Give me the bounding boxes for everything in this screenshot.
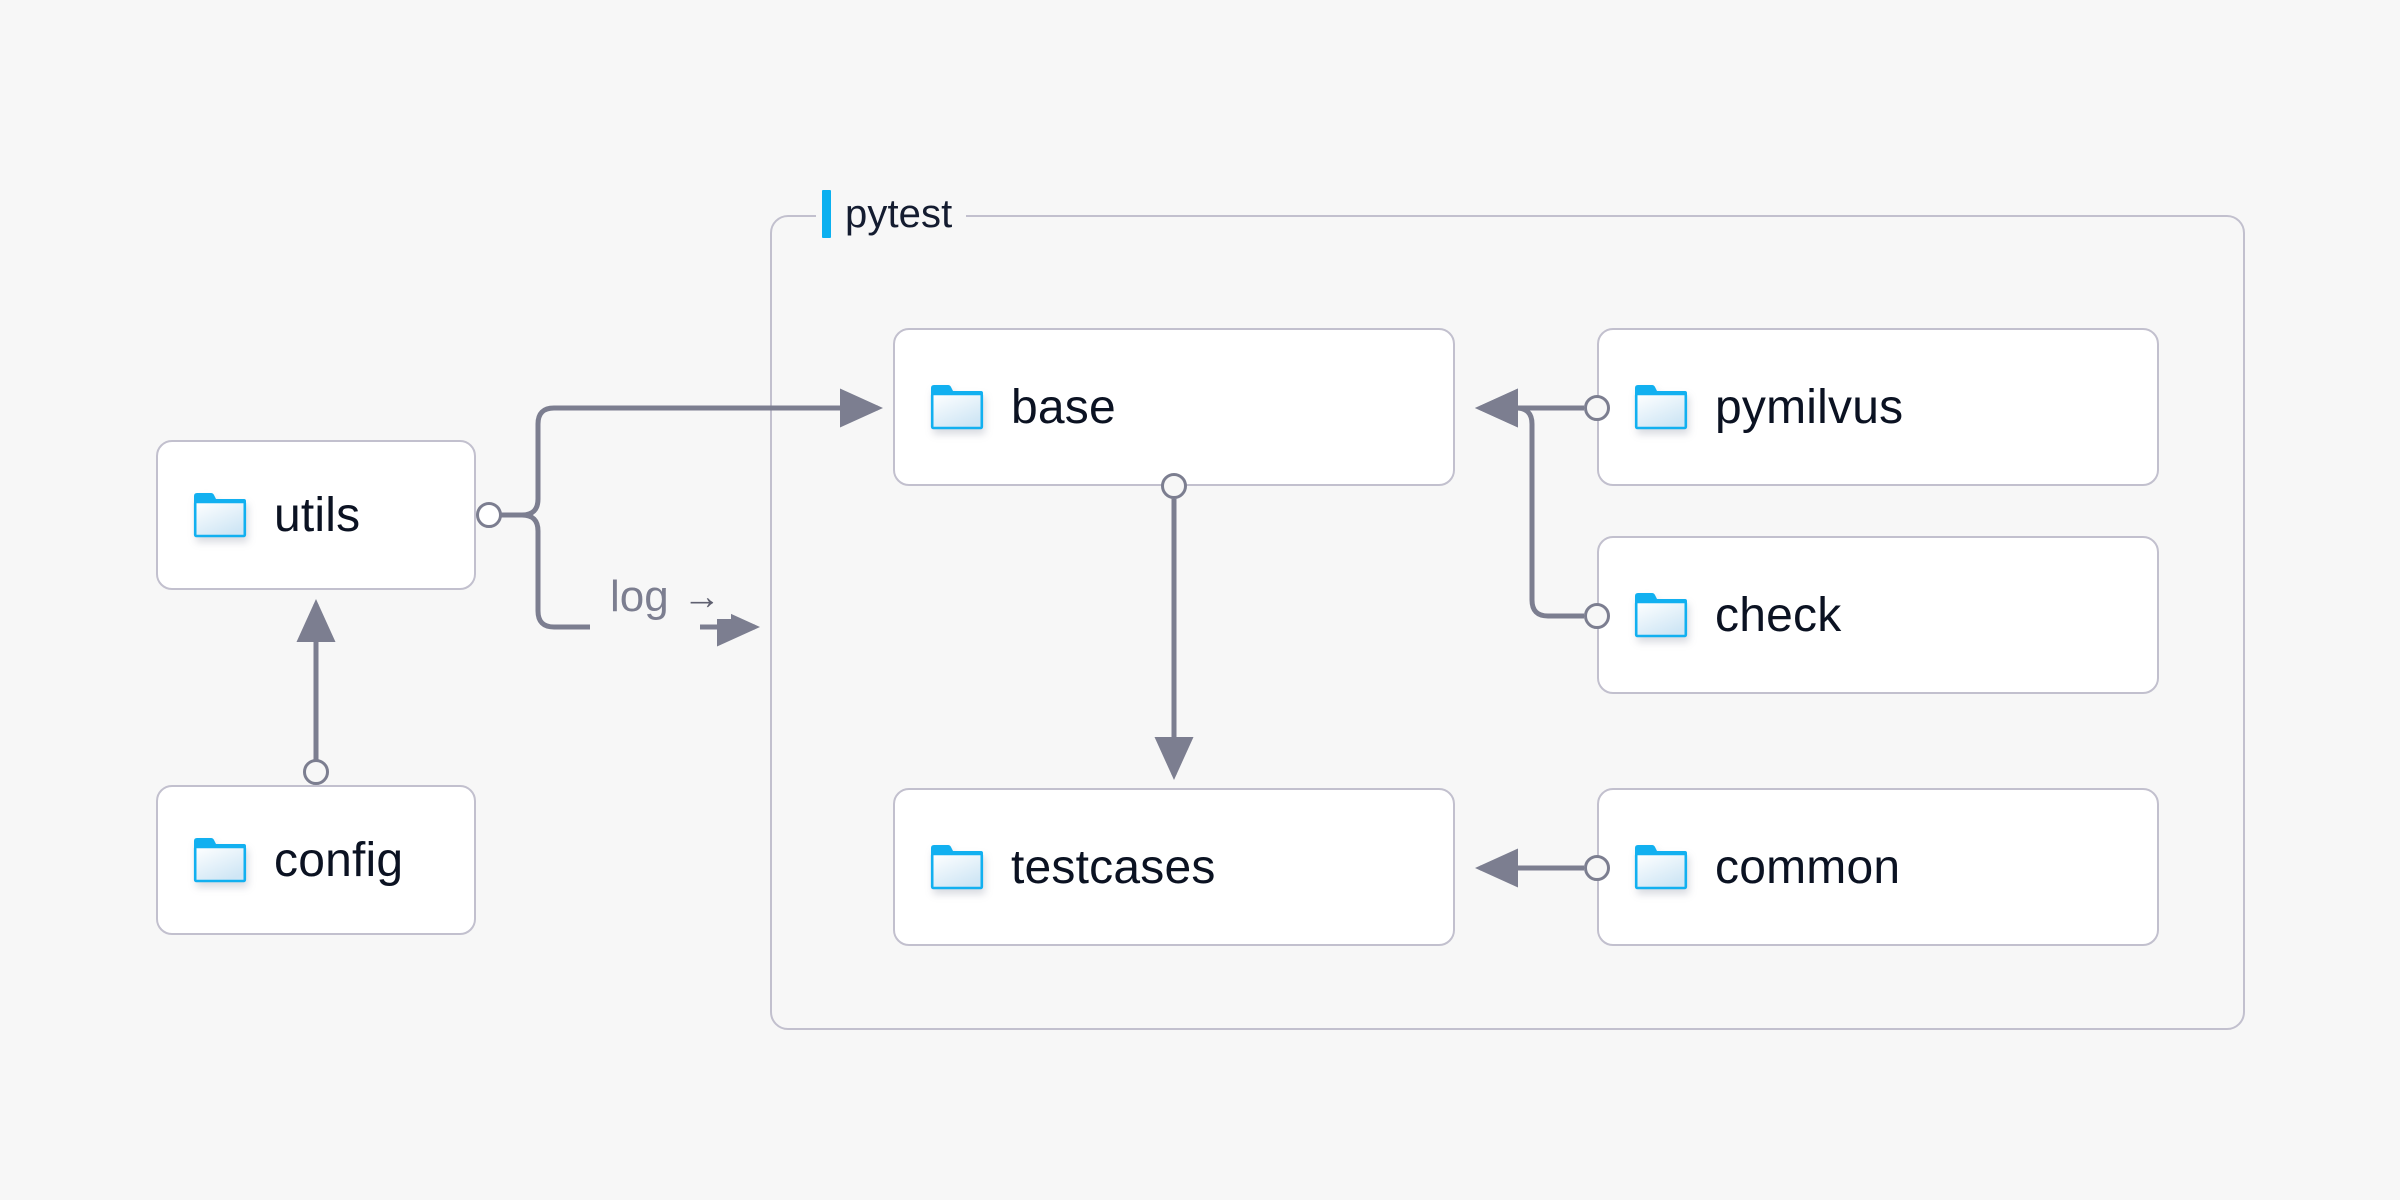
folder-icon	[1634, 385, 1688, 430]
folder-icon	[930, 845, 984, 890]
folder-icon	[1634, 845, 1688, 890]
node-base[interactable]: base	[893, 328, 1455, 486]
port-base-bottom[interactable]	[1161, 473, 1187, 499]
port-check-left[interactable]	[1584, 603, 1610, 629]
port-config-top[interactable]	[303, 759, 329, 785]
group-label-pytest: pytest	[816, 190, 967, 238]
port-utils-right[interactable]	[476, 502, 502, 528]
edge-label-log: log →	[600, 575, 731, 619]
node-label-testcases: testcases	[1011, 840, 1216, 894]
port-common-left[interactable]	[1584, 855, 1610, 881]
group-container-pytest[interactable]	[770, 215, 2245, 1030]
edge-label-log-text: log	[610, 572, 669, 621]
folder-icon	[193, 493, 247, 538]
node-pymilvus[interactable]: pymilvus	[1597, 328, 2159, 486]
node-content-check: check	[1633, 588, 1841, 643]
edge-utils-log	[489, 512, 590, 630]
group-label-text: pytest	[845, 191, 953, 236]
folder-icon	[193, 838, 247, 883]
node-label-common: common	[1715, 840, 1901, 894]
node-label-check: check	[1715, 588, 1842, 642]
node-common[interactable]: common	[1597, 788, 2159, 946]
folder-icon	[930, 385, 984, 430]
folder-icon	[1634, 593, 1688, 638]
node-label-config: config	[274, 833, 404, 887]
node-content-common: common	[1633, 840, 1900, 895]
node-check[interactable]: check	[1597, 536, 2159, 694]
node-content-testcases: testcases	[929, 840, 1216, 895]
node-content-config: config	[192, 833, 403, 888]
node-content-utils: utils	[192, 488, 360, 543]
edge-label-arrow-icon: →	[682, 576, 721, 618]
port-pymilvus-left[interactable]	[1584, 395, 1610, 421]
node-content-pymilvus: pymilvus	[1633, 380, 1903, 435]
node-testcases[interactable]: testcases	[893, 788, 1455, 946]
node-label-base: base	[1011, 380, 1116, 434]
node-label-pymilvus: pymilvus	[1715, 380, 1904, 434]
node-label-utils: utils	[274, 488, 361, 542]
node-config[interactable]: config	[156, 785, 476, 935]
group-accent-bar	[822, 190, 831, 238]
node-utils[interactable]: utils	[156, 440, 476, 590]
node-content-base: base	[929, 380, 1116, 435]
